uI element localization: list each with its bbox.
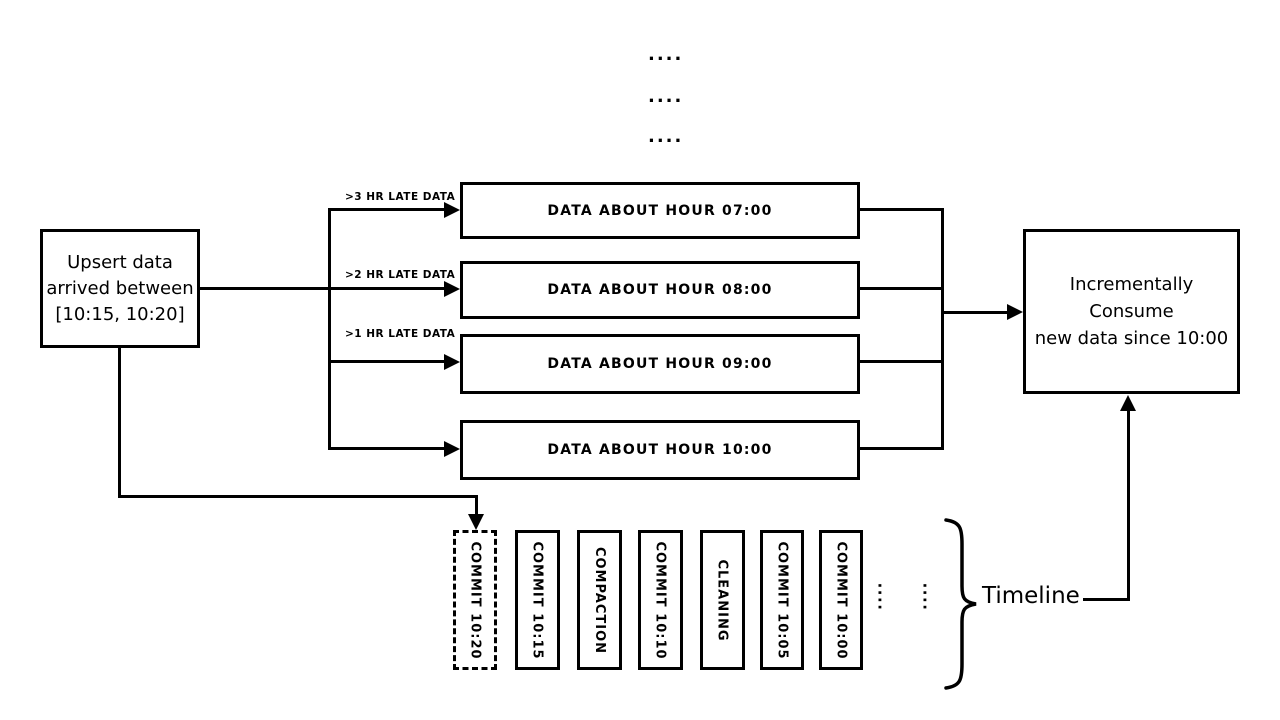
connector-line xyxy=(860,360,944,363)
arrowhead-right-icon xyxy=(444,354,460,370)
ellipsis-dots: .... xyxy=(873,582,892,612)
timeline-item-box: COMPACTION xyxy=(577,530,622,670)
curly-brace-icon xyxy=(944,518,977,690)
timeline-item-box: COMMIT 10:00 xyxy=(819,530,863,670)
connector-line xyxy=(118,495,477,498)
connector-line xyxy=(118,348,121,498)
data-hour-label: DATA ABOUT HOUR 08:00 xyxy=(547,282,773,298)
ellipsis-row: .... xyxy=(648,44,684,65)
data-hour-label: DATA ABOUT HOUR 10:00 xyxy=(547,442,773,458)
connector-line xyxy=(328,208,446,211)
connector-line xyxy=(328,447,446,450)
connector-line xyxy=(475,495,478,516)
arrowhead-right-icon xyxy=(444,202,460,218)
connector-line xyxy=(860,447,944,450)
timeline-item-label: COMMIT 10:15 xyxy=(530,540,546,660)
connector-line xyxy=(328,360,446,363)
late-data-label: >3 HR LATE DATA xyxy=(345,191,456,203)
arrowhead-up-icon xyxy=(1120,395,1136,411)
timeline-item-label: COMMIT 10:05 xyxy=(774,540,790,660)
fanout-trunk-line xyxy=(328,208,331,450)
ellipsis-row: .... xyxy=(648,126,684,147)
ellipsis-row: .... xyxy=(648,86,684,107)
data-hour-label: DATA ABOUT HOUR 09:00 xyxy=(547,356,773,372)
timeline-item-label: COMPACTION xyxy=(592,546,608,654)
consume-line: Incrementally Consume xyxy=(1069,274,1194,322)
upsert-data-line: Upsert data xyxy=(67,251,173,273)
connector-line xyxy=(860,208,944,211)
timeline-item-label: CLEANING xyxy=(715,558,731,642)
data-hour-label: DATA ABOUT HOUR 07:00 xyxy=(547,202,773,219)
collector-trunk-line xyxy=(941,208,944,450)
connector-line xyxy=(200,287,330,290)
incremental-consume-box: Incrementally Consume new data since 10:… xyxy=(1023,229,1240,394)
timeline-item-label: COMMIT 10:00 xyxy=(833,540,849,660)
timeline-item-box: COMMIT 10:15 xyxy=(515,530,560,670)
upsert-data-box: Upsert data arrived between [10:15, 10:2… xyxy=(40,229,200,348)
timeline-item-label: COMMIT 10:20 xyxy=(467,540,483,660)
data-hour-box: DATA ABOUT HOUR 09:00 xyxy=(460,334,860,394)
data-hour-box: DATA ABOUT HOUR 07:00 xyxy=(460,182,860,239)
arrowhead-right-icon xyxy=(1007,304,1023,320)
arrowhead-right-icon xyxy=(444,441,460,457)
consume-line: new data since 10:00 xyxy=(1034,328,1229,349)
ellipsis-dots: .... xyxy=(918,582,937,612)
late-data-label: >1 HR LATE DATA xyxy=(345,328,456,340)
connector-line xyxy=(328,287,446,290)
timeline-label: Timeline xyxy=(982,583,1080,609)
timeline-item-box: CLEANING xyxy=(700,530,745,670)
upsert-data-line: [10:15, 10:20] xyxy=(55,303,185,325)
data-hour-box: DATA ABOUT HOUR 10:00 xyxy=(460,420,860,480)
connector-line xyxy=(1083,598,1130,601)
data-hour-box: DATA ABOUT HOUR 08:00 xyxy=(460,261,860,319)
timeline-item-label: COMMIT 10:10 xyxy=(653,540,669,660)
timeline-item-box: COMMIT 10:10 xyxy=(638,530,683,670)
late-data-label: >2 HR LATE DATA xyxy=(345,269,456,281)
connector-line xyxy=(860,287,944,290)
timeline-item-box: COMMIT 10:20 xyxy=(453,530,497,670)
connector-line xyxy=(941,311,1007,314)
upsert-data-line: arrived between xyxy=(46,277,194,299)
timeline-item-box: COMMIT 10:05 xyxy=(760,530,804,670)
timeline-ellipsis: .... xyxy=(868,577,898,617)
arrowhead-right-icon xyxy=(444,281,460,297)
arrowhead-down-icon xyxy=(468,514,484,530)
connector-line xyxy=(1127,409,1130,601)
